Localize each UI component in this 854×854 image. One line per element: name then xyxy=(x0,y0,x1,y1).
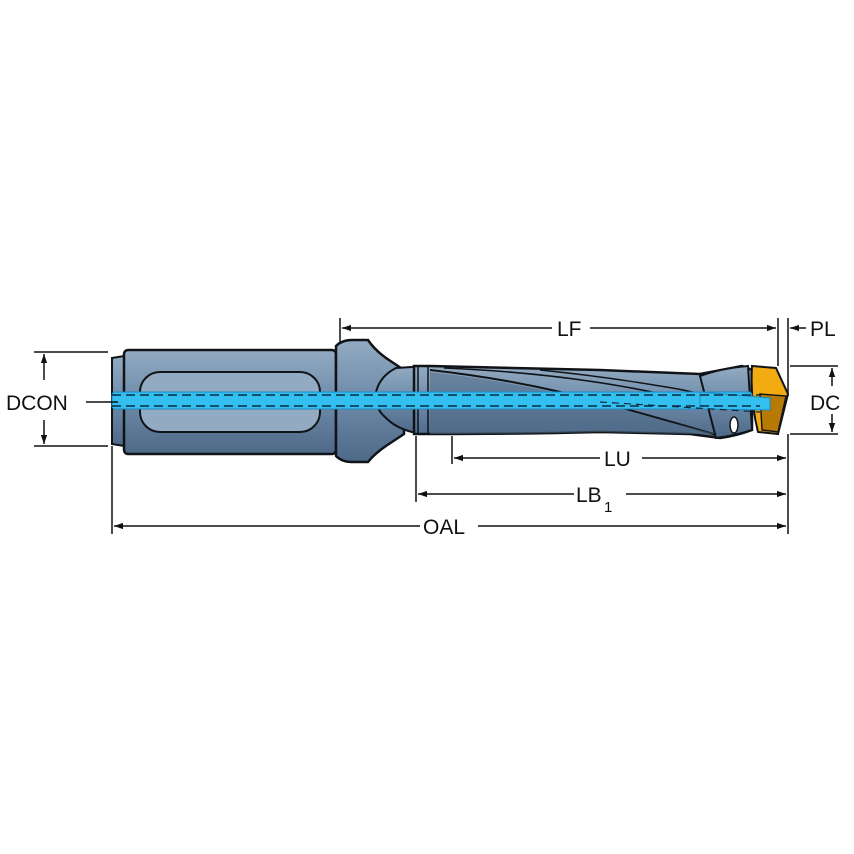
dimension-lines: DCON LF PL DC LU LB 1 OAL xyxy=(6,318,840,539)
coolant-channel xyxy=(111,391,771,413)
lf-label: LF xyxy=(557,318,582,341)
coolant-channel-fill xyxy=(111,391,753,410)
dcon-label: DCON xyxy=(6,392,68,415)
dc-label: DC xyxy=(810,392,840,415)
coolant-dash-diag xyxy=(599,401,761,413)
lb-subscript: 1 xyxy=(604,499,612,516)
pl-label: PL xyxy=(810,318,836,341)
drill-tool xyxy=(111,338,790,464)
lb-label: LB xyxy=(576,484,602,507)
lu-label: LU xyxy=(604,448,631,471)
coolant-outlet xyxy=(729,416,739,434)
oal-label: OAL xyxy=(423,516,465,539)
